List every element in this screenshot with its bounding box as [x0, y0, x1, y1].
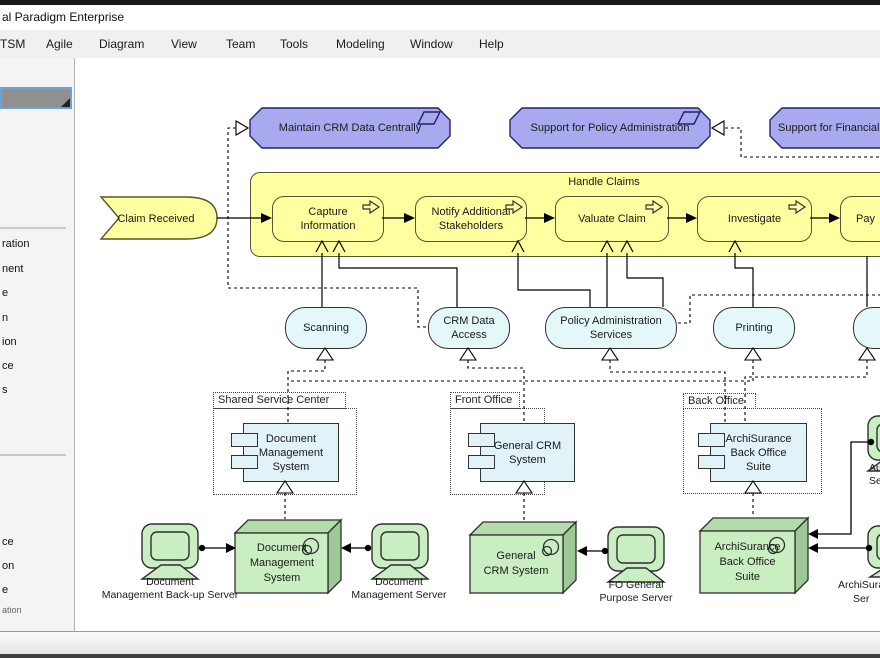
sidebar-item[interactable]: ion: [2, 336, 17, 348]
component-archisurance-back-office-suite[interactable]: ArchiSurance Back Office Suite: [710, 423, 807, 482]
service-financial[interactable]: Fi Se: [853, 307, 880, 349]
menu-view[interactable]: View: [171, 37, 197, 51]
process-valuate-claim[interactable]: Valuate Claim: [555, 196, 669, 242]
sidebar-item[interactable]: s: [2, 384, 8, 396]
sidebar-item[interactable]: n: [2, 312, 9, 324]
menu-help[interactable]: Help: [479, 37, 504, 51]
component-tab-icon: [468, 433, 495, 447]
service-policy-administration-services[interactable]: Policy Administration Services: [545, 307, 677, 349]
device-dm-server-label[interactable]: Document Management Server: [351, 576, 447, 601]
component-tab-icon: [698, 433, 725, 447]
menu-bar: TSM Agile Diagram View Team Tools Modeli…: [0, 30, 880, 58]
sidebar-header-dropdown[interactable]: [0, 87, 72, 109]
group-label-back-office[interactable]: Back Office: [683, 393, 756, 409]
component-tab-icon: [698, 455, 725, 469]
component-document-management-system[interactable]: Document Management System: [243, 423, 339, 482]
service-printing[interactable]: Printing: [713, 307, 795, 349]
component-tab-icon: [468, 455, 495, 469]
sidebar-divider: [0, 227, 66, 229]
sidebar-item[interactable]: e: [2, 287, 9, 299]
event-claim-received-label[interactable]: Claim Received: [117, 212, 195, 225]
sidebar-item[interactable]: ce: [2, 360, 14, 372]
title-bar: al Paradigm Enterprise: [0, 5, 880, 30]
component-general-crm-system[interactable]: General CRM System: [480, 423, 575, 482]
sidebar-item[interactable]: ce: [2, 536, 14, 548]
menu-itsm[interactable]: TSM: [0, 37, 26, 51]
process-capture-information[interactable]: Capture Information: [272, 196, 384, 242]
menu-team[interactable]: Team: [226, 37, 256, 51]
process-investigate[interactable]: Investigate: [697, 196, 812, 242]
requirement-support-for-financial[interactable]: Support for Financial: [778, 122, 880, 134]
sidebar-item[interactable]: ation: [2, 605, 22, 615]
sidebar-panel: ration nent e n ion ce s ce on e ation: [0, 58, 75, 631]
band-title: Handle Claims: [568, 176, 640, 188]
window-title: al Paradigm Enterprise: [2, 10, 125, 24]
status-bar: [0, 631, 880, 655]
resize-corner-icon: [61, 98, 70, 107]
service-scanning[interactable]: Scanning: [285, 307, 367, 349]
device-fo-general-purpose-server-label[interactable]: FO General Purpose Server: [599, 579, 673, 604]
process-notify-additional-stakeholders[interactable]: Notify Additional Stakeholders: [415, 196, 527, 242]
sidebar-divider: [0, 454, 66, 456]
service-crm-data-access[interactable]: CRM Data Access: [428, 307, 510, 349]
menu-agile[interactable]: Agile: [46, 37, 73, 51]
group-label-front-office[interactable]: Front Office: [450, 392, 520, 409]
window-top-edge: [0, 0, 880, 5]
sidebar-item[interactable]: nent: [2, 263, 24, 275]
device-right-bottom-label-line2[interactable]: Ser: [853, 592, 870, 605]
menu-modeling[interactable]: Modeling: [336, 37, 385, 51]
device-dm-backup-server-label[interactable]: Document Management Back-up Server: [101, 576, 239, 601]
component-tab-icon: [231, 433, 258, 447]
requirement-support-for-policy-administration[interactable]: Support for Policy Administration: [530, 122, 690, 134]
device-right-bottom-label-line1[interactable]: ArchiSuranc: [838, 578, 880, 591]
menu-window[interactable]: Window: [410, 37, 453, 51]
node-general-crm-system-label[interactable]: General CRM System: [483, 550, 549, 577]
sidebar-item[interactable]: ration: [2, 238, 30, 250]
component-tab-icon: [231, 455, 258, 469]
sidebar-item[interactable]: on: [2, 560, 15, 572]
device-right-top-label[interactable]: Au Se: [869, 462, 880, 487]
menu-tools[interactable]: Tools: [280, 37, 309, 51]
sidebar-item[interactable]: e: [2, 584, 9, 596]
group-label-shared-service-center[interactable]: Shared Service Center: [213, 392, 346, 409]
process-pay[interactable]: Pay: [840, 196, 880, 242]
requirement-maintain-crm-data-centrally[interactable]: Maintain CRM Data Centrally: [278, 122, 422, 134]
menu-diagram[interactable]: Diagram: [99, 37, 145, 51]
window-bottom-edge: [0, 654, 880, 658]
